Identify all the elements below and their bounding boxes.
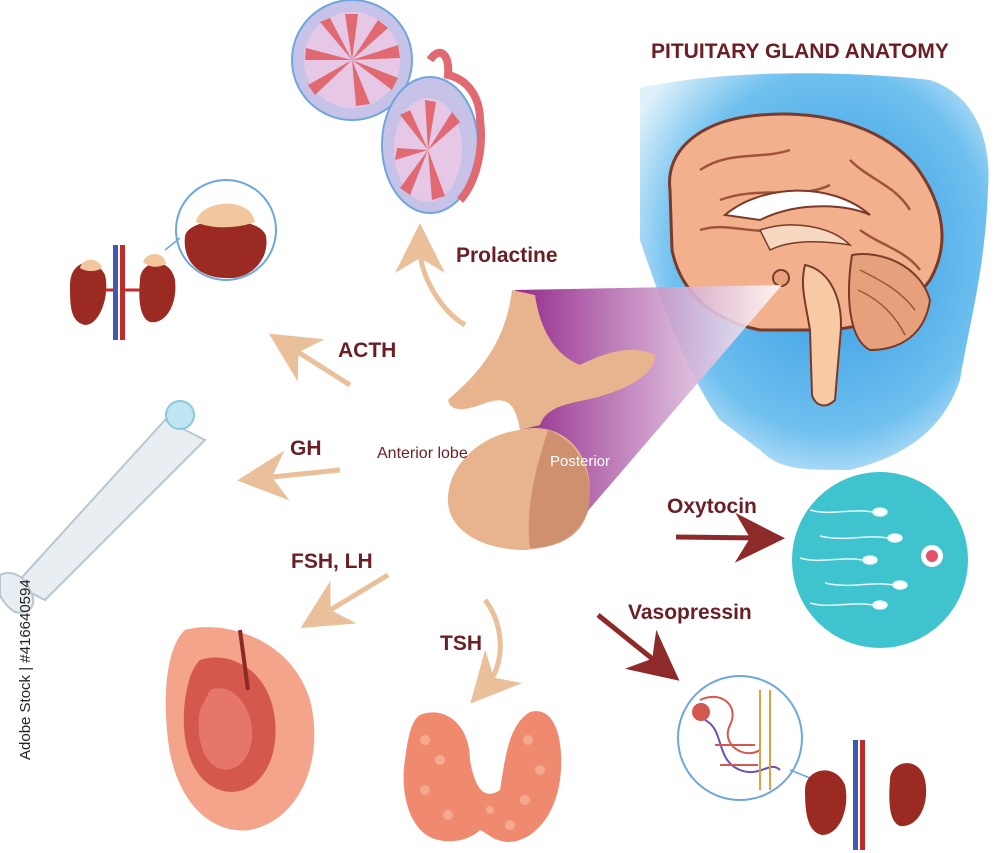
adrenal-kidneys-illustration bbox=[70, 179, 277, 340]
pituitary-gland bbox=[448, 290, 655, 550]
thyroid-illustration bbox=[403, 711, 562, 842]
anterior-lobe-label: Anterior lobe bbox=[377, 445, 468, 462]
testis-illustration bbox=[291, 0, 485, 214]
label-fsh-lh: FSH, LH bbox=[291, 550, 373, 573]
arrow-vasopressin bbox=[596, 613, 680, 681]
label-oxytocin: Oxytocin bbox=[667, 495, 757, 518]
ovary-illustration bbox=[165, 627, 315, 831]
label-vasopressin: Vasopressin bbox=[628, 601, 752, 624]
hormone-arrows bbox=[237, 223, 785, 704]
arrow-acth bbox=[268, 333, 352, 388]
label-prolactine: Prolactine bbox=[456, 244, 558, 267]
brain-illustration bbox=[668, 112, 944, 407]
label-tsh: TSH bbox=[440, 632, 482, 655]
stock-id: Adobe Stock | #416640594 bbox=[17, 579, 34, 760]
arrow-tsh bbox=[470, 598, 523, 704]
arrow-oxytocin bbox=[675, 512, 785, 563]
label-gh: GH bbox=[290, 437, 322, 460]
page-title: PITUITARY GLAND ANATOMY bbox=[651, 40, 949, 63]
nephron-kidneys-illustration bbox=[677, 675, 927, 850]
arrow-prolactine bbox=[395, 223, 467, 328]
posterior-label: Posterior bbox=[550, 453, 610, 470]
sperm-egg-illustration bbox=[792, 472, 968, 648]
arrow-gh bbox=[237, 450, 341, 501]
label-acth: ACTH bbox=[338, 339, 396, 362]
arrow-fsh-lh bbox=[300, 572, 390, 628]
bone-illustration bbox=[0, 400, 207, 614]
